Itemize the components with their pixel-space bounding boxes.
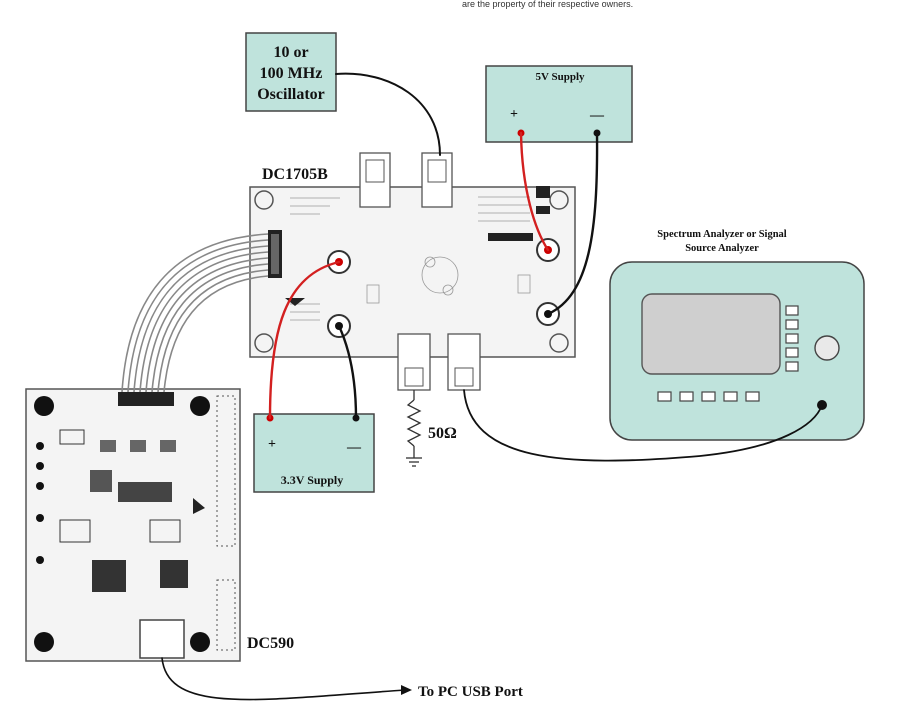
wires: [161, 72, 823, 701]
supply-3v3-plus: +: [268, 437, 276, 452]
analyzer-side-buttons: [785, 305, 799, 372]
analyzer-bottom-buttons: [657, 391, 760, 402]
ribbon-cable: [121, 233, 269, 393]
board-dc590: DC590: [25, 388, 294, 662]
spectrum-analyzer: Spectrum Analyzer or Signal Source Analy…: [609, 229, 865, 441]
termination-label: 50Ω: [428, 425, 457, 442]
oscillator-label-line2: 100 MHz: [260, 65, 323, 82]
termination-resistor: 50Ω: [406, 390, 457, 467]
supply-3v3-minus: —: [346, 440, 362, 455]
analyzer-knob: [814, 335, 840, 361]
board-dc1705b-label: DC1705B: [262, 166, 328, 183]
usb-label: To PC USB Port: [418, 684, 523, 700]
supply-5v-plus: +: [510, 107, 518, 122]
supply-5v-minus: —: [589, 108, 605, 123]
supply-5v-title: 5V Supply: [535, 71, 585, 83]
board-dc590-label: DC590: [247, 635, 294, 652]
analyzer-label-line1: Spectrum Analyzer or Signal: [657, 229, 786, 240]
header-note: are the property of their respective own…: [462, 0, 633, 9]
supply-3v3-box: + — 3.3V Supply: [253, 413, 375, 493]
supply-5v-box: 5V Supply + —: [485, 65, 633, 143]
oscillator-box: 10 or 100 MHz Oscillator: [245, 32, 337, 112]
board-dc1705b: DC1705B: [249, 152, 576, 391]
analyzer-label-line2: Source Analyzer: [685, 243, 759, 254]
oscillator-label-line1: 10 or: [273, 44, 308, 61]
supply-3v3-title: 3.3V Supply: [281, 473, 343, 487]
oscillator-label-line3: Oscillator: [257, 86, 325, 103]
